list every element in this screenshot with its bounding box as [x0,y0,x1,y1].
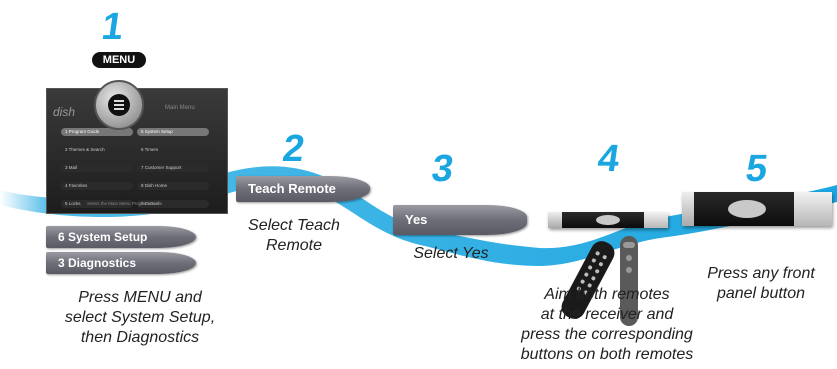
tv-menu-item[interactable]: 8 Dish Home [137,182,209,190]
tv-menu-item[interactable]: 5 System Setup [137,128,209,136]
tv-menu-footer: Select the Main Menu Program Guide [87,201,163,206]
step-3-caption: Select Yes [413,245,489,262]
tv-menu-grid: 1 Program Guide 5 System Setup 2 Themes &… [59,127,219,217]
teach-remote-option: Teach Remote [236,176,370,202]
menu-button-icon [94,80,144,130]
tv-menu-item[interactable]: 4 Favorites [61,182,133,190]
tv-menu-item[interactable]: 3 Mail [61,164,133,172]
dish-logo: dish [53,105,76,119]
tv-menu-item[interactable]: 6 Timers [137,146,209,154]
step-1-caption: Press MENU and select System Setup, then… [64,289,216,346]
step-2-caption: Select Teach Remote [248,217,340,254]
tv-menu-item[interactable]: 2 Themes & Search [61,146,133,154]
yes-option: Yes [393,205,527,235]
tv-menu-item[interactable]: 7 Customer Support [137,164,209,172]
system-setup-option: 6 System Setup [46,226,196,248]
tv-menu-title: Main Menu [165,105,195,111]
tv-menu-item[interactable]: 5 Locks [61,200,133,208]
diagnostics-option: 3 Diagnostics [46,252,196,274]
menu-key: MENU [92,52,146,68]
receiver-step-4 [548,212,668,228]
step-5-caption: Press any front panel button [707,265,815,302]
tv-main-menu-screen: dish Main Menu 1 Program Guide 5 System S… [46,88,228,214]
tv-menu-item[interactable]: 9 Cancel [137,200,209,208]
tv-menu-item[interactable]: 1 Program Guide [61,128,133,136]
step-4-caption: Aim both remotes at the receiver and pre… [520,286,694,363]
remote-controls-icon [561,236,638,326]
receiver-step-5 [682,192,832,226]
